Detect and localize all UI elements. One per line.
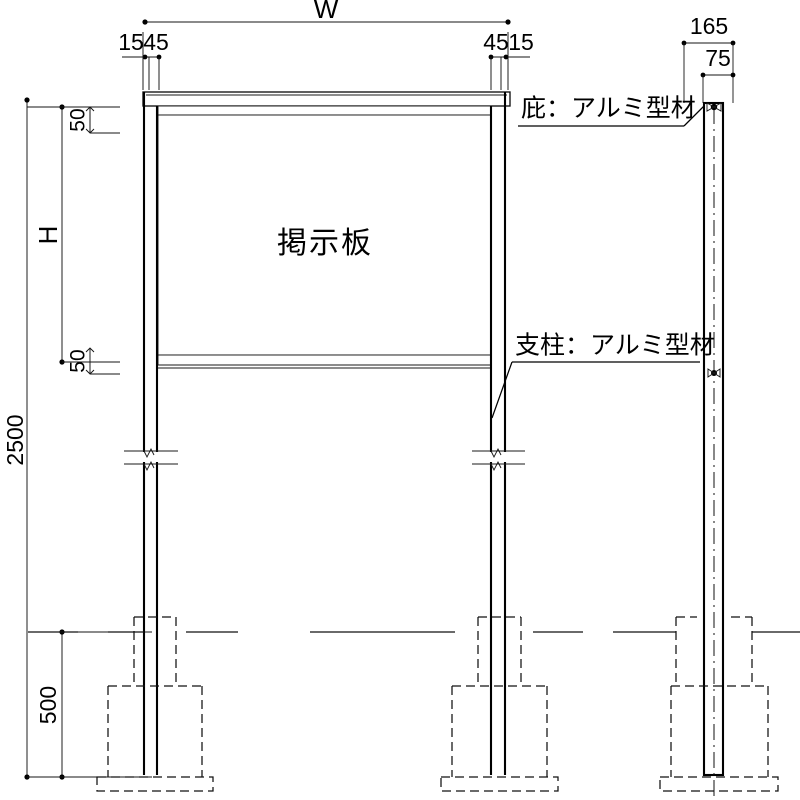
dimension-label-top-right-inner: 45 [483,29,509,55]
bulletin-board-panel: 掲示板 [157,114,492,356]
bulletin-board-label: 掲示板 [277,227,373,260]
dimension-side-depth-165: 165 [681,13,736,103]
dimension-top-right-group: 45 15 [483,29,534,90]
canopy-member [142,91,511,107]
dimension-canopy-offset: 50 [67,106,120,134]
break-symbol-left-post [124,447,178,472]
annotation-canopy-label: 庇：アルミ型材 [521,95,696,123]
section-marker-mid [707,368,721,378]
dimension-label-top-right-outer: 15 [508,29,534,55]
dimension-buried-depth: 500 [27,629,152,780]
side-elevation-view: 165 75 [613,13,800,800]
section-marker-top [706,102,722,112]
dimension-label-W: W [314,0,339,24]
post-right [472,92,525,775]
dimension-label-165: 165 [690,13,728,39]
dimension-label-2500: 2500 [2,414,28,465]
board-top-rail [157,105,492,116]
annotation-canopy: 庇：アルミ型材 [518,95,705,127]
dimension-label-50-rail: 50 [67,349,90,372]
break-symbol-right-post [472,447,525,472]
dimension-overall-width: W [142,0,511,25]
dimension-label-500: 500 [35,686,61,724]
post-left [124,92,178,775]
board-middle-rail [157,354,492,366]
dimension-label-top-left-outer: 15 [118,29,144,55]
dimension-label-50-top: 50 [67,108,90,131]
dimension-rail-offset: 50 [62,347,120,375]
dimension-top-left-group: 15 45 [118,29,169,90]
side-post-body [702,101,725,800]
dimension-total-height: 2500 [2,97,30,780]
dimension-label-H: H [33,226,63,245]
dimension-side-depth-75: 75 [700,45,736,103]
annotation-post: 支柱：アルミ型材 [491,332,715,419]
dimension-label-top-left-inner: 45 [143,29,169,55]
front-elevation-view: W 15 45 45 15 [2,0,583,792]
foundation-left [96,616,214,792]
foundation-side [659,616,779,792]
foundation-right [440,616,559,792]
annotation-post-label: 支柱：アルミ型材 [515,332,715,360]
dimension-board-height: H [27,104,95,365]
dimension-label-75: 75 [705,45,731,71]
